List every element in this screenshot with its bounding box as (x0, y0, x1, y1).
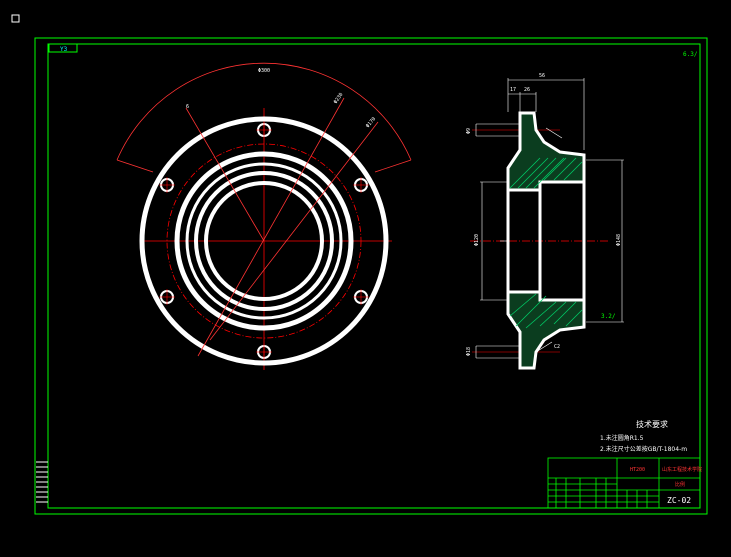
front-arc-dimension (116, 62, 412, 161)
side-top-total-dim: 56 (539, 73, 545, 79)
section-hatch-bottom (509, 293, 583, 329)
left-margin-strip (36, 461, 48, 503)
section-flange-bottom (506, 290, 586, 370)
front-arc-dim-text: Φ300 (258, 68, 270, 74)
title-scale-label: 比例 (675, 481, 685, 488)
front-dimensions (116, 62, 412, 357)
title-part-name: 山东工程技术学院 (662, 466, 702, 473)
side-right-dim: Φ148 (616, 234, 622, 246)
side-top-a-dim: 17 (510, 87, 516, 93)
side-small-dim-1: Φ9 (466, 128, 472, 134)
front-rings (139, 116, 389, 366)
ring-4 (194, 171, 334, 311)
roughness-section: 3.2/ (601, 313, 616, 320)
front-diag-dimension-1 (197, 97, 345, 357)
section-view: 56 17 26 Φ120 Φ148 Φ9 Φ18 C2 3.2/ (466, 73, 624, 370)
side-small-dim-2: Φ18 (466, 347, 472, 356)
outer-flange-ring (139, 116, 389, 366)
title-block (547, 457, 701, 509)
title-drawing-number: ZC-02 (667, 496, 691, 505)
tech-note-1: 1.未注圆角R1.5 (600, 434, 644, 442)
ring-3 (185, 162, 343, 320)
section-hatch-top (509, 157, 583, 189)
front-diag-dim-text-2: Φ170 (365, 116, 377, 129)
roughness-top-right: 6.3/ (683, 51, 698, 58)
section-dimensions (475, 78, 624, 359)
sheet-tag: Y3 (60, 46, 68, 53)
tech-note-2: 2.未注尺寸公差按GB/T-1804-m (600, 445, 687, 453)
front-diag-dim-text-1: Φ230 (333, 92, 345, 105)
bore-ring (204, 181, 324, 301)
tech-title: 技术要求 (636, 419, 668, 429)
title-material: HT200 (630, 467, 645, 473)
front-view: Φ300 Φ230 Φ170 6 (116, 62, 412, 370)
side-top-b-dim: 26 (524, 87, 530, 93)
side-left-dim: Φ120 (474, 234, 480, 246)
front-diag-dimension-2 (209, 121, 379, 341)
drawing-frame (34, 37, 708, 515)
side-chamfer-dim: C2 (554, 344, 560, 350)
ring-2 (174, 151, 354, 331)
technical-requirements: 技术要求 1.未注圆角R1.5 2.未注尺寸公差按GB/T-1804-m (600, 419, 687, 453)
front-small-dim-text: 6 (186, 104, 189, 110)
ucs-marker (11, 14, 20, 23)
